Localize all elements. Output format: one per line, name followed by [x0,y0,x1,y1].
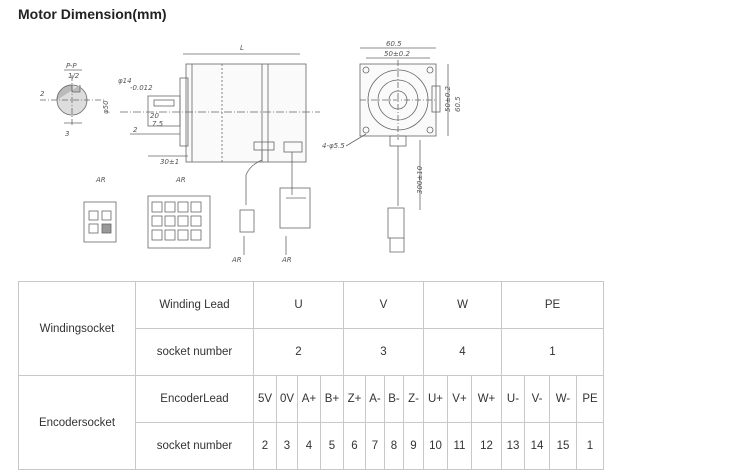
encoder-socket: 11 [447,422,472,470]
encoder-lead: V+ [447,375,472,423]
winding-lead-u: U [253,281,344,329]
encoder-socket: 15 [549,422,577,470]
encoder-lead: Z+ [343,375,366,423]
key-length-dim: 20 [150,112,159,120]
flange-height-dim: 60.5 [454,96,462,112]
encoder-lead: U+ [423,375,448,423]
encoder-socket: 12 [471,422,502,470]
encoder-socket: 8 [384,422,404,470]
encoder-lead: U- [501,375,525,423]
motor-dimension-drawing: P-P 1/2 3 2 L φ14 -0.012 φ50 20 7.5 2 30… [40,40,462,264]
wiring-table: Windingsocket Winding Lead U V W PE sock… [18,281,604,470]
encoder-lead: W- [549,375,577,423]
encoder-socket: 4 [297,422,321,470]
encoder-socket: 13 [501,422,525,470]
view-label-3: AR [95,176,106,184]
view-label-2: AR [281,256,292,264]
mounting-holes-dim: 4-φ5.5 [322,142,345,150]
bolt-pitch-v-dim: 50±0.2 [444,86,452,112]
winding-socket-v: 3 [343,328,424,376]
encoder-lead-label: EncoderLead [135,375,254,423]
view-label-1: AR [231,256,242,264]
view-label-4: AR [175,176,186,184]
encoder-lead: 0V [276,375,298,423]
encoder-lead: W+ [471,375,502,423]
encoder-lead: 5V [253,375,277,423]
encoder-socket: 9 [403,422,424,470]
page-title: Motor Dimension(mm) [18,6,167,22]
connector-views: AR AR [83,176,211,249]
encoder-socket: 7 [365,422,385,470]
shaft-tolerance: -0.012 [130,84,153,92]
encoder-lead: A- [365,375,385,423]
winding-lead-pe: PE [501,281,604,329]
encoder-socket: 6 [343,422,366,470]
encoder-lead: PE [576,375,604,423]
winding-socket-u: 2 [253,328,344,376]
encoder-socket-label: socket number [135,422,254,470]
length-dim: L [240,44,244,52]
flange-width-dim: 60.5 [386,40,402,48]
encoder-socket: 5 [320,422,344,470]
motor-front-view: 60.5 50±0.2 50±0.2 60.5 4-φ5.5 300±10 [322,40,462,253]
encoder-socket: 1 [576,422,604,470]
encoder-socket: 3 [276,422,298,470]
winding-lead-v: V [343,281,424,329]
bolt-pitch-h-dim: 50±0.2 [384,50,410,58]
cable-length-dim: 300±10 [416,165,424,194]
encoder-lead: Z- [403,375,424,423]
encoder-socket: 14 [524,422,550,470]
shoulder-dim: 2 [133,126,138,134]
shaft-length-dim: 30±1 [160,158,179,166]
winding-socket-pe: 1 [501,328,604,376]
key-width-dim: 3 [65,130,69,138]
section-scale: 1/2 [68,72,80,80]
encoder-group-label: Encodersocket [18,375,136,470]
winding-socket-label: socket number [135,328,254,376]
section-label: P-P [66,62,77,70]
pilot-diameter-dim: φ50 [102,100,110,114]
winding-lead-label: Winding Lead [135,281,254,329]
winding-socket-w: 4 [423,328,502,376]
encoder-lead: A+ [297,375,321,423]
shaft-diameter-dim: φ14 [118,77,132,85]
motor-side-view: L φ14 -0.012 φ50 20 7.5 2 30±1 AR AR [102,44,320,264]
winding-lead-w: W [423,281,502,329]
winding-group-label: Windingsocket [18,281,136,376]
shaft-section-view: P-P 1/2 3 2 [40,62,104,138]
encoder-lead: B+ [320,375,344,423]
encoder-socket: 10 [423,422,448,470]
key-height-dim: 2 [40,90,45,98]
flange-thickness-dim: 7.5 [152,120,164,128]
encoder-lead: V- [524,375,550,423]
encoder-lead: B- [384,375,404,423]
encoder-socket: 2 [253,422,277,470]
